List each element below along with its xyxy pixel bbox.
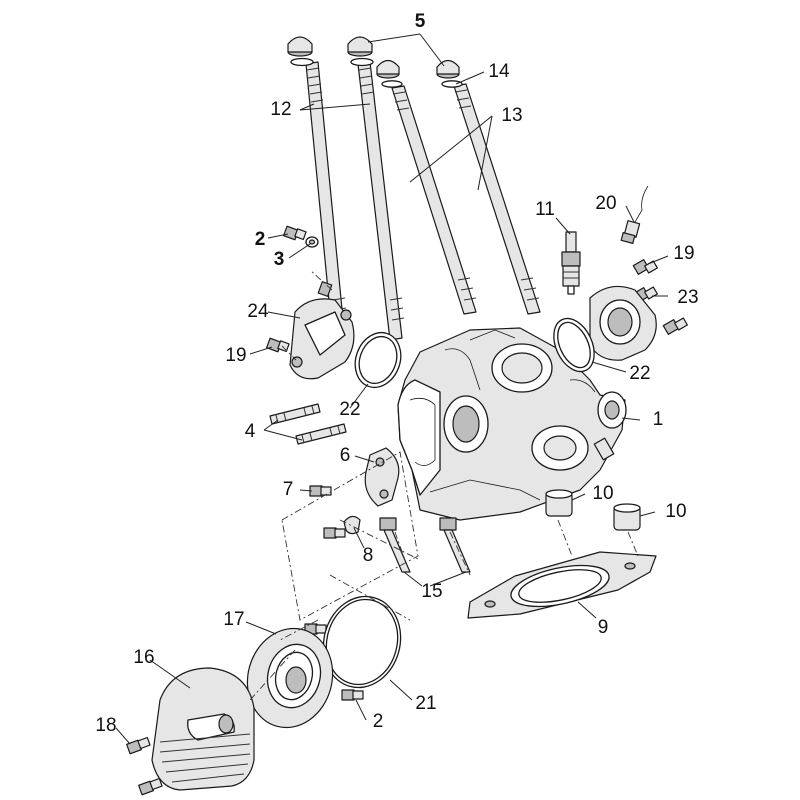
- assembly-lines: [249, 269, 639, 701]
- screw-7: [309, 485, 332, 497]
- stud-washers: [290, 57, 463, 88]
- callout-7: 7: [283, 479, 294, 500]
- screw-18-b: [138, 777, 163, 796]
- callout-16: 16: [133, 647, 154, 668]
- callout-10-right: 10: [665, 501, 686, 522]
- short-stud-lower: [295, 423, 347, 445]
- callout-15: 15: [421, 581, 442, 602]
- callout-22-right: 22: [629, 363, 650, 384]
- callout-19-right: 19: [673, 243, 694, 264]
- screw-2-bottom: [341, 689, 364, 701]
- head-bolt-2: [439, 517, 471, 573]
- callout-23: 23: [677, 287, 698, 308]
- cylinder-head: [397, 327, 627, 521]
- head-bolt-1: [379, 517, 411, 573]
- callout-2-top: 2: [255, 229, 266, 250]
- callout-20: 20: [595, 193, 616, 214]
- stud-3: [391, 85, 477, 315]
- callout-17: 17: [223, 609, 244, 630]
- callout-11: 11: [535, 199, 555, 220]
- callout-3: 3: [274, 249, 285, 270]
- callout-13: 13: [501, 105, 522, 126]
- pump-housing-16: [151, 667, 255, 791]
- callout-6: 6: [340, 445, 351, 466]
- o-ring-left: [354, 331, 402, 389]
- cap-nut-1: [287, 36, 313, 57]
- intake-flange: [589, 285, 657, 361]
- o-ring-21: [322, 595, 402, 689]
- screw-8: [323, 527, 346, 539]
- stud-4: [453, 83, 541, 315]
- callout-4: 4: [245, 421, 256, 442]
- callout-14: 14: [488, 61, 510, 82]
- bracket-clip: [343, 515, 361, 535]
- spark-plug: [561, 231, 581, 295]
- callout-8: 8: [363, 545, 374, 566]
- callout-2-bottom: 2: [373, 711, 384, 732]
- screw-2-top: [283, 225, 307, 241]
- head-gasket: [467, 551, 657, 619]
- screw-19-left: [266, 337, 290, 353]
- screw-23-b: [662, 317, 688, 335]
- callout-10-left: 10: [592, 483, 613, 504]
- o-ring-right: [553, 317, 595, 373]
- cap-nut-3: [376, 59, 400, 79]
- callout-labels: 1 2 2 3 4 5 6 7 8 9 10 10 11 12 13 14 15…: [95, 11, 698, 736]
- callout-12: 12: [270, 99, 291, 120]
- dowel-right: [613, 503, 641, 531]
- callout-9: 9: [598, 617, 609, 638]
- callout-18: 18: [95, 715, 116, 736]
- leader-lines: [115, 33, 669, 745]
- cap-nut-2: [347, 36, 373, 57]
- cap-nut-4: [436, 59, 460, 79]
- callout-5: 5: [415, 11, 426, 32]
- callout-22-left: 22: [339, 399, 360, 420]
- callout-19-left: 19: [225, 345, 246, 366]
- short-stud-upper: [269, 403, 321, 425]
- left-cover: [289, 298, 355, 380]
- callout-24: 24: [247, 301, 269, 322]
- pump-plate-17: [246, 627, 334, 729]
- callout-1: 1: [653, 409, 664, 430]
- callout-21: 21: [415, 693, 436, 714]
- screw-24: [317, 281, 333, 297]
- dowel-left: [545, 489, 573, 517]
- chain-guide-plate: [364, 447, 400, 507]
- temperature-sensor: [620, 185, 649, 245]
- screw-18-a: [126, 736, 151, 755]
